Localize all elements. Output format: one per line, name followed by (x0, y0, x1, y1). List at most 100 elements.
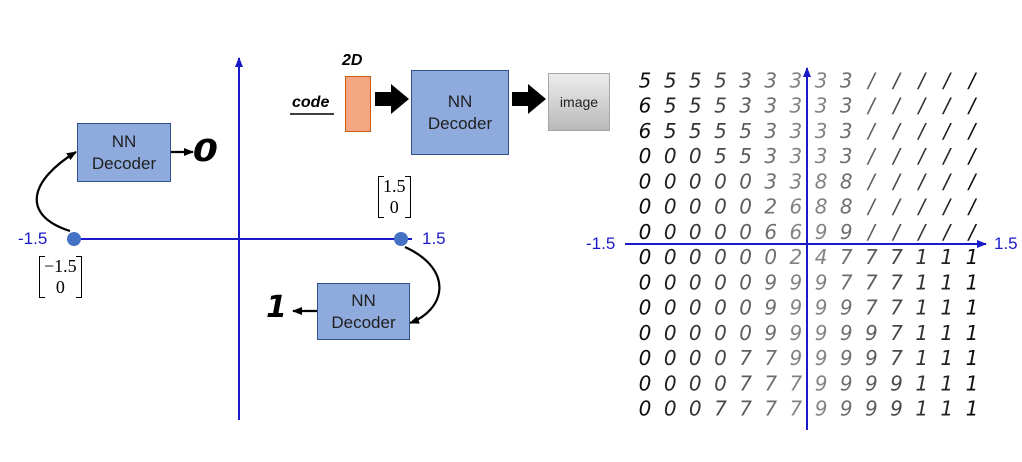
grid-digit: 0 (689, 346, 702, 370)
grid-digit: 1 (915, 397, 928, 421)
grid-digit: 5 (664, 69, 677, 93)
grid-digit: 0 (639, 169, 652, 193)
grid-digit: 9 (815, 296, 828, 320)
grid-digit: 0 (639, 397, 652, 421)
grid-digit: / (941, 169, 952, 193)
grid-digit: 5 (664, 94, 677, 118)
decoder-right-line2: Decoder (331, 312, 396, 332)
grid-digit: 0 (739, 195, 752, 219)
grid-digit: 7 (890, 296, 903, 320)
grid-digit: 1 (966, 245, 979, 269)
grid-digit: 3 (840, 94, 853, 118)
grid-digit: / (941, 69, 952, 93)
grid-digit: / (941, 220, 952, 244)
grid-digit: 1 (966, 270, 979, 294)
grid-digit: 7 (739, 346, 752, 370)
grid-digit: 0 (664, 195, 677, 219)
grid-digit: 0 (639, 245, 652, 269)
grid-digit: 5 (714, 69, 727, 93)
grid-digit: 0 (739, 321, 752, 345)
grid-digit: 0 (639, 371, 652, 395)
grid-digit: 3 (764, 169, 777, 193)
point-left (67, 232, 81, 246)
grid-digit: 7 (890, 346, 903, 370)
code-label: code (292, 94, 330, 111)
grid-digit: / (941, 144, 952, 168)
grid-digit: 5 (739, 144, 752, 168)
grid-digit: 7 (739, 371, 752, 395)
grid-digit: 9 (840, 397, 853, 421)
grid-digit: 0 (664, 144, 677, 168)
point-right (394, 232, 408, 246)
grid-digit: 1 (915, 346, 928, 370)
grid-digit: 5 (714, 144, 727, 168)
grid-digit: 0 (664, 169, 677, 193)
grid-digit: 7 (890, 245, 903, 269)
grid-digit: 3 (790, 119, 803, 143)
grid-digit: 9 (890, 371, 903, 395)
grid-digit: 9 (865, 371, 878, 395)
vector-left-x: −1.5 (44, 256, 77, 276)
grid-digit: / (916, 195, 927, 219)
grid-digit: 0 (739, 220, 752, 244)
grid-digit: / (891, 69, 902, 93)
grid-digit: 1 (966, 397, 979, 421)
grid-digit: 1 (940, 397, 953, 421)
grid-digit: 3 (764, 144, 777, 168)
output-digit-one: 1 (266, 290, 287, 325)
grid-digit: 6 (639, 119, 652, 143)
grid-digit: 0 (639, 296, 652, 320)
grid-digit: / (866, 94, 877, 118)
grid-digit: 0 (714, 321, 727, 345)
grid-axis-min-label: -1.5 (586, 234, 616, 253)
grid-digit: / (916, 144, 927, 168)
grid-digit: 9 (865, 346, 878, 370)
grid-digit: 9 (840, 321, 853, 345)
grid-digit: 9 (815, 346, 828, 370)
grid-digit: 0 (739, 296, 752, 320)
grid-digit: 3 (764, 69, 777, 93)
grid-digit: 9 (840, 346, 853, 370)
grid-digit: 0 (689, 371, 702, 395)
grid-digit: 5 (714, 119, 727, 143)
grid-digit: 9 (840, 220, 853, 244)
grid-digit: 0 (664, 245, 677, 269)
grid-digit: / (941, 94, 952, 118)
grid-digit: 7 (865, 296, 878, 320)
grid-digit: 6 (764, 220, 777, 244)
grid-digit: 6 (790, 195, 803, 219)
grid-digit: 7 (790, 371, 803, 395)
grid-digit: 1 (940, 245, 953, 269)
grid-digit: 0 (639, 321, 652, 345)
grid-digit: 5 (689, 69, 702, 93)
grid-digit: 9 (764, 296, 777, 320)
grid-digit: 0 (689, 245, 702, 269)
decoder-left-line1: NN (111, 131, 137, 151)
grid-digit: 9 (815, 371, 828, 395)
grid-digit: 6 (790, 220, 803, 244)
grid-digit: 1 (915, 321, 928, 345)
decoder-box-right: NN Decoder (317, 283, 410, 340)
grid-digit: 0 (639, 220, 652, 244)
grid-digit: 8 (815, 169, 828, 193)
decoder-top-line2: Decoder (427, 113, 493, 133)
grid-digit: / (967, 94, 978, 118)
vector-right-y: 0 (389, 197, 399, 217)
grid-digit: 3 (840, 144, 853, 168)
grid-digit: 9 (790, 321, 803, 345)
dim-label: 2D (342, 52, 363, 69)
grid-digit: 7 (840, 270, 853, 294)
grid-digit: 5 (689, 119, 702, 143)
grid-digit: / (916, 94, 927, 118)
grid-digit: 8 (815, 195, 828, 219)
grid-digit: 0 (714, 195, 727, 219)
grid-digit: 0 (739, 169, 752, 193)
grid-digit: 9 (790, 346, 803, 370)
curve-arrow-left (35, 151, 77, 233)
grid-digit: 5 (739, 119, 752, 143)
grid-digit: 0 (689, 220, 702, 244)
grid-digit: 0 (714, 270, 727, 294)
grid-digit: 3 (764, 119, 777, 143)
grid-digit: 9 (815, 397, 828, 421)
output-image-label: image (559, 94, 599, 110)
